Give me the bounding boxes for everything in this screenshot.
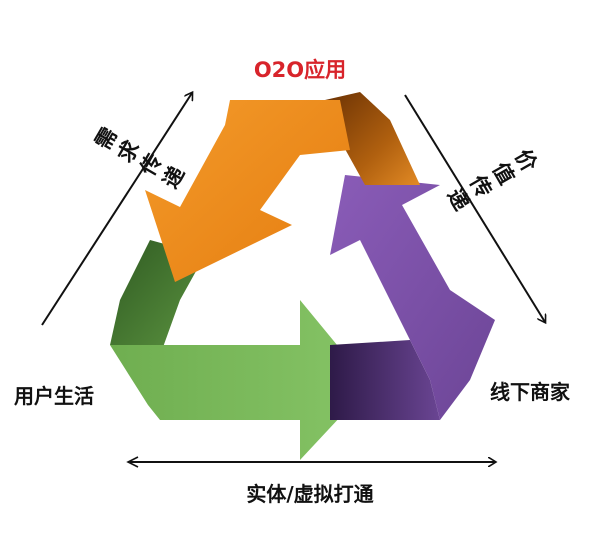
orange-fold-shadow	[325, 92, 420, 185]
upper-right-arrow-line	[404, 94, 545, 322]
diagram-title: O2O应用	[253, 58, 347, 82]
upper-left-arrow-line	[41, 93, 192, 326]
node-label-left: 用户生活	[14, 384, 94, 408]
green-arrow	[110, 300, 370, 460]
purple-arrow	[330, 175, 495, 420]
node-label-right: 线下商家	[490, 380, 570, 404]
orange-arrow	[145, 100, 350, 282]
purple-fold-shadow	[330, 340, 440, 420]
bottom-arrow-left-head	[126, 456, 139, 468]
node-label-bottom: 实体/虚拟打通	[246, 482, 374, 506]
